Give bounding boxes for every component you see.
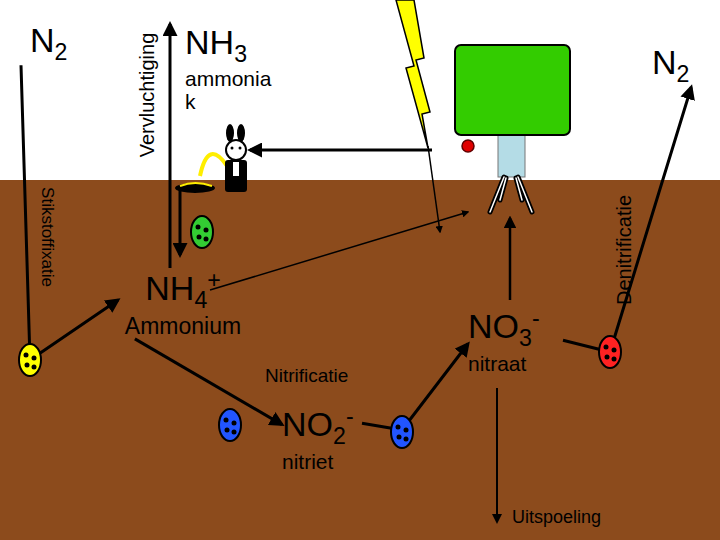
process-label: Vervluchtiging xyxy=(137,33,157,158)
injection-arrow xyxy=(179,188,182,255)
process-arrow xyxy=(135,339,282,425)
formula-glyph: 2 xyxy=(55,39,68,65)
hose xyxy=(200,154,227,176)
plant-crown xyxy=(455,45,570,135)
formula-glyph: - xyxy=(346,403,354,429)
manure-pit xyxy=(175,183,215,193)
formula-glyph: 3 xyxy=(234,41,247,67)
formula-glyph: 2 xyxy=(677,61,690,87)
species-node: NH3ammonia k xyxy=(170,24,280,113)
chemical-formula: N2 xyxy=(652,44,708,87)
figure-collar xyxy=(233,162,239,176)
manure-spray xyxy=(180,183,212,186)
formula-glyph: 2 xyxy=(333,423,346,449)
formula-glyph: 3 xyxy=(519,325,532,351)
formula-glyph: 4 xyxy=(194,287,207,313)
figure-eye xyxy=(231,147,234,150)
bacterium xyxy=(599,336,621,368)
plant-stem xyxy=(498,135,525,177)
species-node: NO2-nitriet xyxy=(282,404,362,473)
plant-roots xyxy=(490,177,532,212)
leaching-arrow xyxy=(496,388,498,522)
soil xyxy=(0,180,720,540)
process-label: Uitspoeling xyxy=(512,508,601,526)
substance-name: Ammonium xyxy=(118,314,248,339)
figure-ear xyxy=(226,124,234,142)
process-label: Denitrificatie xyxy=(614,195,634,305)
species-node: N2 xyxy=(652,44,708,87)
chemical-formula: NO2- xyxy=(282,404,362,450)
formula-glyph: N xyxy=(145,269,170,307)
formula-glyph: N xyxy=(282,405,307,443)
formula-glyph: O xyxy=(493,307,519,345)
process-arrow xyxy=(169,24,172,268)
formula-glyph: + xyxy=(207,267,221,293)
red-dot xyxy=(462,140,474,152)
lightning-arrow xyxy=(428,146,440,232)
formula-glyph: H xyxy=(170,269,195,307)
substance-name: nitraat xyxy=(468,352,563,375)
bacterium xyxy=(391,416,413,448)
process-label: Stikstoffixatie xyxy=(39,187,56,287)
formula-glyph: N xyxy=(652,43,677,81)
formula-glyph: N xyxy=(468,307,493,345)
species-node: N2 xyxy=(14,22,84,65)
figure-eye xyxy=(239,147,242,150)
plant-roots-highlight xyxy=(490,177,532,212)
species-node: NH4+Ammonium xyxy=(118,268,248,339)
chemical-formula: NH4+ xyxy=(118,268,248,314)
chemical-formula: NH3 xyxy=(185,24,280,67)
formula-glyph: H xyxy=(210,23,235,61)
lightning-bolt xyxy=(396,0,430,148)
formula-glyph: - xyxy=(532,305,540,331)
process-label: Nitrificatie xyxy=(265,366,348,385)
substance-name: ammonia k xyxy=(185,67,280,113)
process-arrow xyxy=(563,87,691,352)
process-arrow xyxy=(362,344,468,430)
substance-name: nitriet xyxy=(282,450,362,473)
formula-glyph: N xyxy=(30,21,55,59)
figure-head xyxy=(226,140,246,160)
uptake-arrow xyxy=(509,218,512,300)
sky xyxy=(0,0,720,180)
uptake-arrow xyxy=(210,212,468,290)
chemical-formula: N2 xyxy=(30,22,84,65)
formula-glyph: O xyxy=(307,405,333,443)
bacterium xyxy=(191,216,213,248)
bacterium xyxy=(19,344,41,376)
figure-body xyxy=(225,160,247,192)
species-node: NO3-nitraat xyxy=(468,306,563,375)
bacterium xyxy=(219,409,241,441)
process-arrow xyxy=(21,65,118,360)
harvest-arrow xyxy=(250,149,432,152)
formula-glyph: N xyxy=(185,23,210,61)
chemical-formula: NO3- xyxy=(468,306,563,352)
